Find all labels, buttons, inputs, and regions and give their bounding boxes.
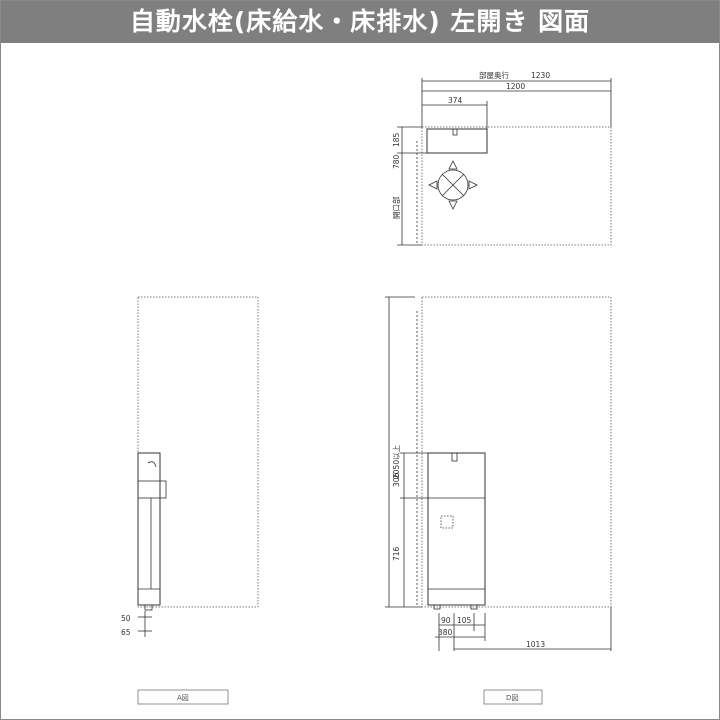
value-2050: 2050以上 bbox=[392, 444, 401, 479]
front-faucet bbox=[451, 452, 458, 462]
front-access-panel bbox=[440, 515, 454, 529]
value-716: 716 bbox=[392, 546, 401, 561]
front-foot-right bbox=[470, 604, 478, 610]
side-faucet bbox=[147, 461, 157, 468]
value-185: 185 bbox=[392, 132, 401, 147]
value-90: 90 bbox=[441, 616, 451, 625]
label-opening: 開口部 bbox=[391, 196, 401, 219]
side-wall-outline bbox=[137, 296, 259, 608]
value-1013: 1013 bbox=[526, 640, 545, 649]
value-380: 380 bbox=[438, 628, 453, 637]
value-374: 374 bbox=[448, 96, 463, 105]
value-306: 306 bbox=[392, 472, 401, 487]
value-780: 780 bbox=[392, 154, 401, 169]
plan-room-outline bbox=[421, 126, 612, 246]
value-50: 50 bbox=[121, 614, 131, 623]
front-foot-left bbox=[433, 604, 441, 610]
plan-door-symbol bbox=[428, 160, 478, 210]
side-view bbox=[137, 296, 259, 637]
page-title: 自動水栓(床給水・床排水) 左開き 図面 bbox=[129, 7, 591, 36]
value-room-depth: 1230 bbox=[531, 71, 550, 80]
plan-view bbox=[397, 78, 612, 246]
caption-d: D図 bbox=[506, 694, 518, 702]
value-65: 65 bbox=[121, 628, 131, 637]
front-wall-outline bbox=[421, 296, 612, 608]
side-cabinet bbox=[137, 452, 161, 606]
side-foot bbox=[144, 604, 153, 611]
caption-box-a bbox=[137, 689, 229, 705]
caption-a: A図 bbox=[177, 694, 189, 702]
caption-box-d bbox=[483, 689, 543, 705]
label-room-depth: 部屋奥行 bbox=[479, 70, 509, 80]
plan-faucet bbox=[452, 128, 458, 136]
value-105: 105 bbox=[457, 616, 472, 625]
front-cabinet bbox=[427, 452, 486, 606]
value-1200: 1200 bbox=[506, 82, 525, 91]
side-sink-bowl bbox=[137, 480, 167, 499]
title-bar bbox=[1, 1, 719, 43]
front-view bbox=[385, 296, 612, 651]
